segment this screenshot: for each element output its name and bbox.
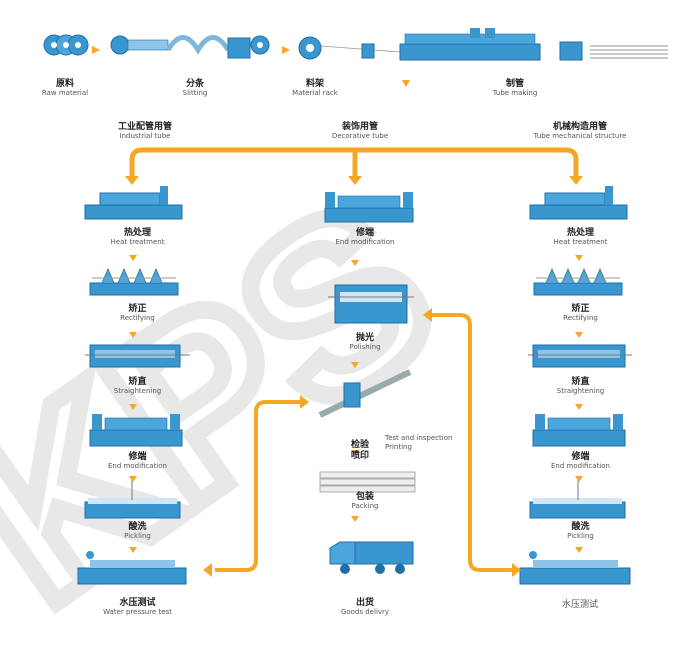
decorative-tube-label: 装饰用管 Decorative tube (310, 122, 410, 140)
left-step-6-label: 水压测试 Water pressure test (80, 598, 195, 616)
left-step-2-label: 矫正 Rectifying (90, 304, 185, 322)
right-step-6-zh: 水压测试 (561, 600, 598, 610)
material-rack-icon (298, 36, 401, 60)
material-rack-zh: 料架 (305, 79, 324, 89)
left-step-1-zh: 热处理 (123, 228, 151, 238)
middle-step-2-label: 抛光 Polishing (315, 333, 415, 351)
middle-step-3-en-label: Test and inspection Printing (385, 426, 475, 451)
return-arrow-right-tail-icon (423, 308, 432, 322)
tube-making-en: Tube making (492, 89, 538, 98)
right-step-1-en: Heat treatment (553, 238, 608, 247)
middle-step-1-label: 修端 End modification (315, 228, 415, 246)
industrial-tube-en: Industrial tube (119, 132, 171, 141)
left-step-4-zh: 修端 (128, 452, 147, 462)
column-down-arrows (129, 255, 583, 553)
right-step-1-label: 热处理 Heat treatment (533, 228, 628, 246)
right-step-4-label: 修端 End modification (528, 452, 633, 470)
right-column-machines (519, 186, 632, 585)
slitting-machine-icon (110, 35, 270, 59)
decorative-tube-en: Decorative tube (331, 132, 389, 141)
slitting-label: 分条 Slitting (160, 79, 230, 97)
right-step-3-label: 矫直 Straightening (533, 377, 628, 395)
flow-arrow-2-icon (282, 46, 290, 54)
industrial-tube-zh: 工业配管用管 (117, 122, 172, 132)
middle-column-machines (318, 192, 416, 574)
raw-material-zh: 原料 (55, 79, 74, 89)
right-step-2-en: Rectifying (563, 314, 598, 323)
return-arrow-left-head-icon (203, 563, 212, 577)
flow-arrow-down-tube-icon (402, 80, 410, 87)
left-step-3-label: 矫直 Straightening (90, 377, 185, 395)
right-step-4-zh: 修端 (571, 452, 590, 462)
right-step-1-zh: 热处理 (566, 228, 594, 238)
decorative-tube-zh: 装饰用管 (341, 122, 378, 132)
right-step-4-en: End modification (551, 462, 610, 471)
middle-step-1-en: End modification (335, 238, 395, 247)
slitting-zh: 分条 (185, 79, 204, 89)
middle-step-5-zh: 出货 (355, 598, 374, 608)
return-arrow-left-tail-icon (300, 395, 309, 409)
left-step-6-zh: 水压测试 (119, 598, 156, 608)
slitting-en: Slitting (182, 89, 208, 98)
branch-arrow-right-icon (569, 176, 583, 185)
flow-arrow-1-icon (92, 46, 100, 54)
return-arrow-right-head-icon (512, 563, 521, 577)
return-flow-left (215, 400, 300, 572)
material-rack-en: Material rack (292, 89, 338, 98)
branch-arrow-left-icon (125, 176, 139, 185)
left-step-3-en: Straightening (113, 387, 162, 396)
watermark-text: KPS (0, 151, 477, 653)
middle-step-4-en: Packing (351, 502, 379, 511)
middle-step-5-label: 出货 Goods delivry (315, 598, 415, 616)
right-step-5-label: 酸洗 Pickling (533, 522, 628, 540)
branch-connector (129, 147, 579, 180)
left-step-5-en: Pickling (124, 532, 151, 541)
middle-step-5-en: Goods delivry (340, 608, 390, 617)
left-step-4-label: 修端 End modification (85, 452, 190, 470)
tube-making-zh: 制管 (505, 79, 524, 89)
middle-step-4-zh: 包装 (355, 492, 374, 502)
raw-material-en: Raw material (41, 89, 89, 98)
left-step-6-en: Water pressure test (103, 608, 172, 617)
right-step-2-zh: 矫正 (571, 304, 590, 314)
middle-step-3-zh-label: 检验 喷印 (345, 422, 375, 479)
return-flow-right (432, 313, 512, 572)
left-step-5-zh: 酸洗 (128, 522, 147, 532)
left-step-5-label: 酸洗 Pickling (90, 522, 185, 540)
mechanical-tube-label: 机械构造用管 Tube mechanical structure (515, 122, 645, 140)
mechanical-tube-en: Tube mechanical structure (533, 132, 627, 141)
left-step-2-zh: 矫正 (128, 304, 147, 314)
industrial-tube-label: 工业配管用管 Industrial tube (90, 122, 200, 140)
middle-step-2-zh: 抛光 (355, 333, 374, 343)
right-step-5-en: Pickling (567, 532, 594, 541)
left-step-1-en: Heat treatment (110, 238, 165, 247)
right-step-6-label: 水压测试 (540, 600, 620, 610)
left-step-1-label: 热处理 Heat treatment (90, 228, 185, 246)
middle-step-1-zh: 修端 (355, 228, 374, 238)
left-step-2-en: Rectifying (120, 314, 155, 323)
mechanical-tube-zh: 机械构造用管 (552, 122, 607, 132)
material-rack-label: 料架 Material rack (275, 79, 355, 97)
middle-step-3-en: Test and inspection Printing (385, 434, 453, 451)
middle-step-2-en: Polishing (349, 343, 381, 352)
tube-making-label: 制管 Tube making (470, 79, 560, 97)
left-column-machines (77, 186, 190, 585)
raw-material-coils-icon (43, 34, 89, 56)
right-step-3-zh: 矫直 (571, 377, 590, 387)
right-step-2-label: 矫正 Rectifying (533, 304, 628, 322)
left-step-4-en: End modification (108, 462, 167, 471)
right-step-5-zh: 酸洗 (571, 522, 590, 532)
middle-step-3-zh: 检验 喷印 (350, 440, 369, 461)
tube-mill-icon (399, 28, 668, 61)
middle-step-4-label: 包装 Packing (315, 492, 415, 510)
right-step-3-en: Straightening (556, 387, 605, 396)
raw-material-label: 原料 Raw material (30, 79, 100, 97)
left-step-3-zh: 矫直 (128, 377, 147, 387)
branch-arrow-middle-icon (348, 176, 362, 185)
